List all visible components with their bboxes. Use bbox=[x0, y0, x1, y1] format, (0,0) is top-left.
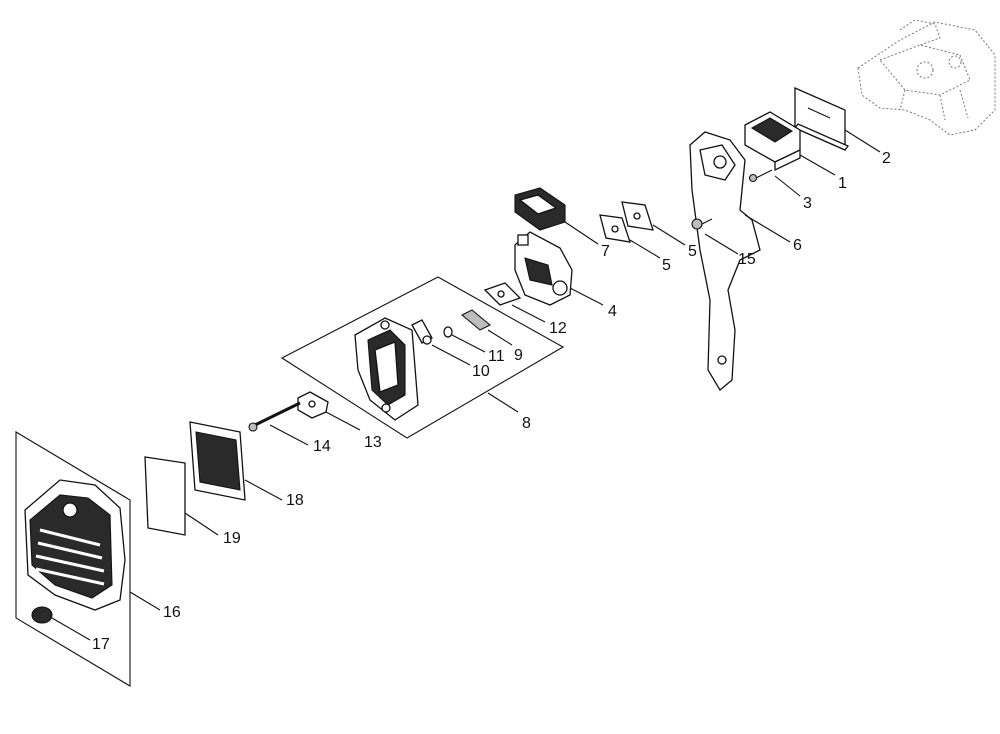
part-13-plate bbox=[297, 391, 361, 431]
part-5-gasket-upper bbox=[621, 201, 686, 246]
part-8-air-cleaner-base bbox=[354, 317, 419, 421]
part-16-frame bbox=[15, 431, 161, 687]
part-14-long-bolt bbox=[248, 401, 309, 446]
callout-16: 16 bbox=[163, 604, 181, 621]
part-10-choke-lever bbox=[411, 319, 471, 366]
callout-3: 3 bbox=[803, 195, 812, 212]
callout-4: 4 bbox=[608, 303, 617, 320]
part-4-carburetor bbox=[514, 231, 604, 306]
callout-15: 15 bbox=[738, 251, 756, 268]
part-17-knob bbox=[31, 606, 91, 641]
callout-labels: 1 2 3 4 5 5 6 7 8 9 10 11 12 13 14 15 16… bbox=[92, 150, 891, 653]
callout-11: 11 bbox=[488, 348, 505, 365]
callout-17: 17 bbox=[92, 636, 110, 653]
callout-1: 1 bbox=[838, 175, 847, 192]
callout-6: 6 bbox=[793, 237, 802, 254]
callout-2: 2 bbox=[882, 150, 891, 167]
part-7-cover bbox=[514, 187, 599, 245]
part-11-o-ring bbox=[443, 326, 486, 353]
callout-18: 18 bbox=[286, 492, 304, 509]
part-6-bracket bbox=[689, 131, 791, 391]
part-16-air-cleaner-cover bbox=[24, 479, 126, 611]
callout-10: 10 bbox=[472, 363, 490, 380]
callout-7: 7 bbox=[601, 243, 610, 260]
callout-14: 14 bbox=[313, 438, 331, 455]
part-12-gasket bbox=[483, 282, 546, 323]
callout-9: 9 bbox=[514, 347, 523, 364]
part-19-foam-pad bbox=[144, 456, 219, 536]
part-9-link bbox=[461, 309, 513, 346]
callout-8: 8 bbox=[522, 415, 531, 432]
part-8-air-cleaner-frame bbox=[280, 276, 565, 439]
part-2-insulator-plate bbox=[793, 87, 881, 153]
callout-19: 19 bbox=[223, 530, 241, 547]
part-1-intake-block bbox=[744, 111, 836, 176]
engine-outline bbox=[857, 19, 996, 136]
part-5-gasket-lower bbox=[599, 214, 661, 259]
callout-13: 13 bbox=[364, 434, 382, 451]
callout-5b: 5 bbox=[662, 257, 671, 274]
part-15-bolt bbox=[691, 218, 739, 255]
part-18-filter-element bbox=[189, 421, 283, 501]
callout-12: 12 bbox=[549, 320, 567, 337]
callout-5a: 5 bbox=[688, 243, 697, 260]
part-3-screw bbox=[748, 169, 801, 197]
